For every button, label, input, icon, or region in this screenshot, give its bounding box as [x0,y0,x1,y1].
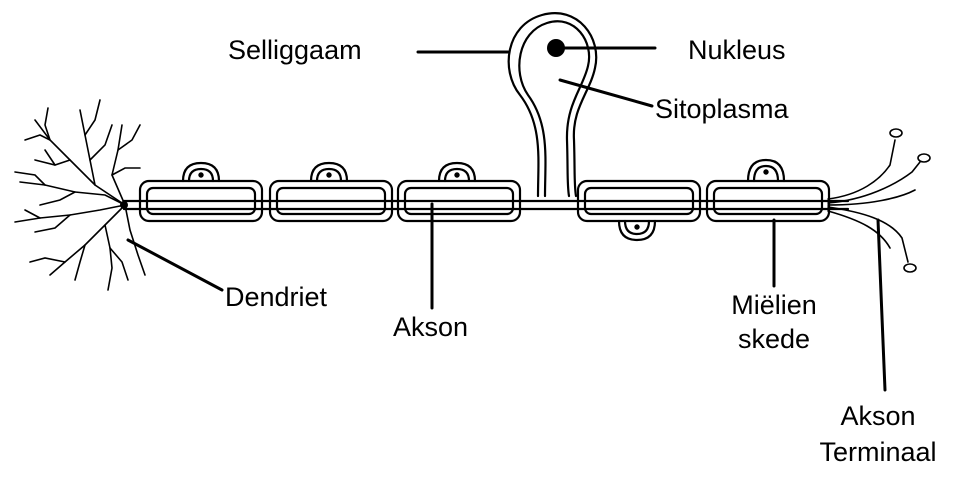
axon [122,199,850,211]
terminal-bulb [903,263,917,273]
axon-hillock [120,201,128,209]
leader-line-dendrite [126,238,224,292]
label-axon-terminal: Akson Terminaal [808,398,948,470]
label-myelin-line2: skede [737,324,811,354]
label-terminal-line2: Terminaal [819,437,937,467]
label-cytoplasm: Sitoplasma [655,94,789,124]
leader-line-axon-terminal [876,218,887,392]
axon-terminals [827,139,921,263]
label-cell-body: Selliggaam [228,35,362,65]
terminal-bulb [889,128,903,138]
label-nucleus: Nukleus [688,35,786,65]
label-myelin-line1: Miëlien [731,290,817,320]
label-terminal-line1: Akson [840,401,916,431]
cell-body [507,12,598,198]
terminal-bulb [917,153,931,163]
label-dendrite: Dendriet [225,282,328,312]
leader-line-cytoplasm [558,78,654,108]
label-myelin-sheath: Miëlien skede [722,288,826,356]
dendrite-tree [14,99,146,291]
myelin-sheath [138,158,831,242]
label-axon: Akson [393,312,469,342]
